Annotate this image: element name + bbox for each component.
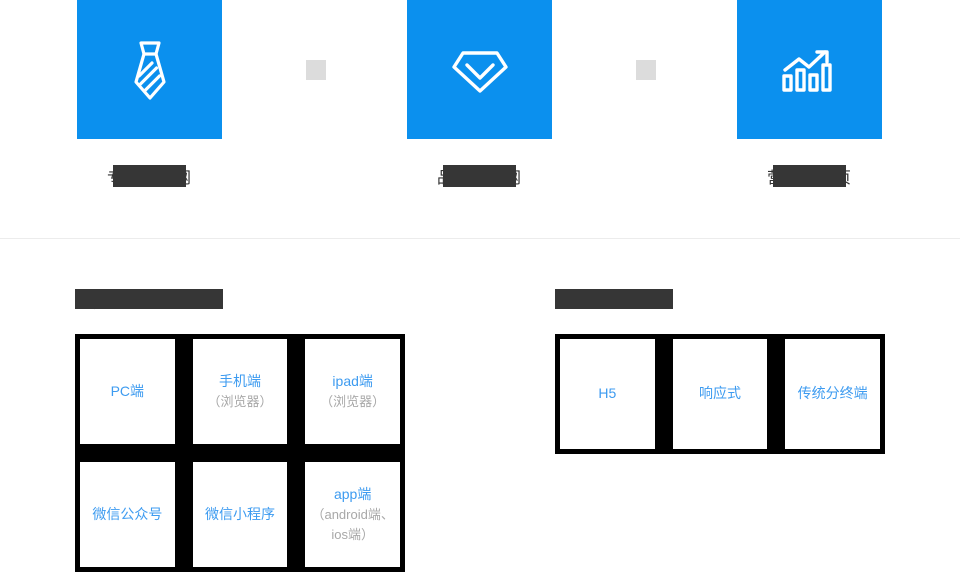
grid-cell[interactable]: 微信小程序 <box>192 462 288 567</box>
cell-title: 微信小程序 <box>204 505 275 522</box>
cell-subtitle: （浏览器） <box>320 394 386 410</box>
cell-title: app端 <box>333 485 372 502</box>
grid-cell[interactable]: PC端 <box>80 339 175 444</box>
cell-subtitle: （浏览器） <box>207 394 273 410</box>
feature-tile-1[interactable] <box>77 0 222 139</box>
panel-heading-tech-solutions: 建站技术方案 <box>555 287 673 311</box>
grid-cell[interactable]: 手机端 （浏览器） <box>192 339 288 444</box>
feature-banner-section: 专业服务网 品质保障网 <box>0 0 960 239</box>
diamond-icon <box>449 43 511 97</box>
feature-caption-text-2: 品质保障网 <box>437 164 522 188</box>
panel-terminal-types: 适用终端类型 PC端 手机端 （浏览器） ipad端 （浏览器） 微信公众号 微… <box>75 239 405 572</box>
separator-square-1 <box>306 60 326 80</box>
grid-cell[interactable]: 传统分终端 <box>785 339 880 449</box>
grid-cell[interactable]: ipad端 （浏览器） <box>305 339 400 444</box>
feature-item-1[interactable]: 专业服务网 <box>77 0 222 188</box>
tech-solutions-grid: H5 响应式 传统分终端 <box>555 334 885 454</box>
grid-cell[interactable]: app端 （android端、ios端） <box>305 462 400 567</box>
cell-title: H5 <box>598 385 617 402</box>
cell-title: PC端 <box>110 382 145 399</box>
cell-subtitle: （android端、ios端） <box>311 507 394 543</box>
feature-caption-text-1: 专业服务网 <box>107 164 192 188</box>
panel-tech-solutions: 建站技术方案 H5 响应式 传统分终端 <box>555 239 885 454</box>
cell-title: 手机端 <box>218 372 261 389</box>
terminal-and-tech-section: 适用终端类型 PC端 手机端 （浏览器） ipad端 （浏览器） 微信公众号 微… <box>0 239 960 572</box>
panel-heading-terminal-types: 适用终端类型 <box>75 287 223 311</box>
terminal-types-grid: PC端 手机端 （浏览器） ipad端 （浏览器） 微信公众号 微信小程序 ap… <box>75 334 405 572</box>
grid-cell[interactable]: 微信公众号 <box>80 462 175 567</box>
necktie-icon <box>122 38 178 102</box>
feature-item-3[interactable]: 营销推广页 <box>737 0 882 188</box>
grid-cell[interactable]: H5 <box>560 339 655 449</box>
cell-title: 响应式 <box>698 385 741 402</box>
cell-title: 微信公众号 <box>92 505 163 522</box>
feature-tile-3[interactable] <box>737 0 882 139</box>
feature-caption-3: 营销推广页 <box>737 164 882 188</box>
bar-chart-growth-icon <box>779 42 841 98</box>
feature-caption-text-3: 营销推广页 <box>767 164 852 188</box>
feature-row: 专业服务网 品质保障网 <box>0 0 960 200</box>
cell-title: 传统分终端 <box>797 385 868 402</box>
feature-caption-2: 品质保障网 <box>407 164 552 188</box>
cell-title: ipad端 <box>332 372 373 389</box>
feature-tile-2[interactable] <box>407 0 552 139</box>
grid-cell[interactable]: 响应式 <box>672 339 768 449</box>
separator-square-2 <box>636 60 656 80</box>
feature-item-2[interactable]: 品质保障网 <box>407 0 552 188</box>
feature-caption-1: 专业服务网 <box>77 164 222 188</box>
